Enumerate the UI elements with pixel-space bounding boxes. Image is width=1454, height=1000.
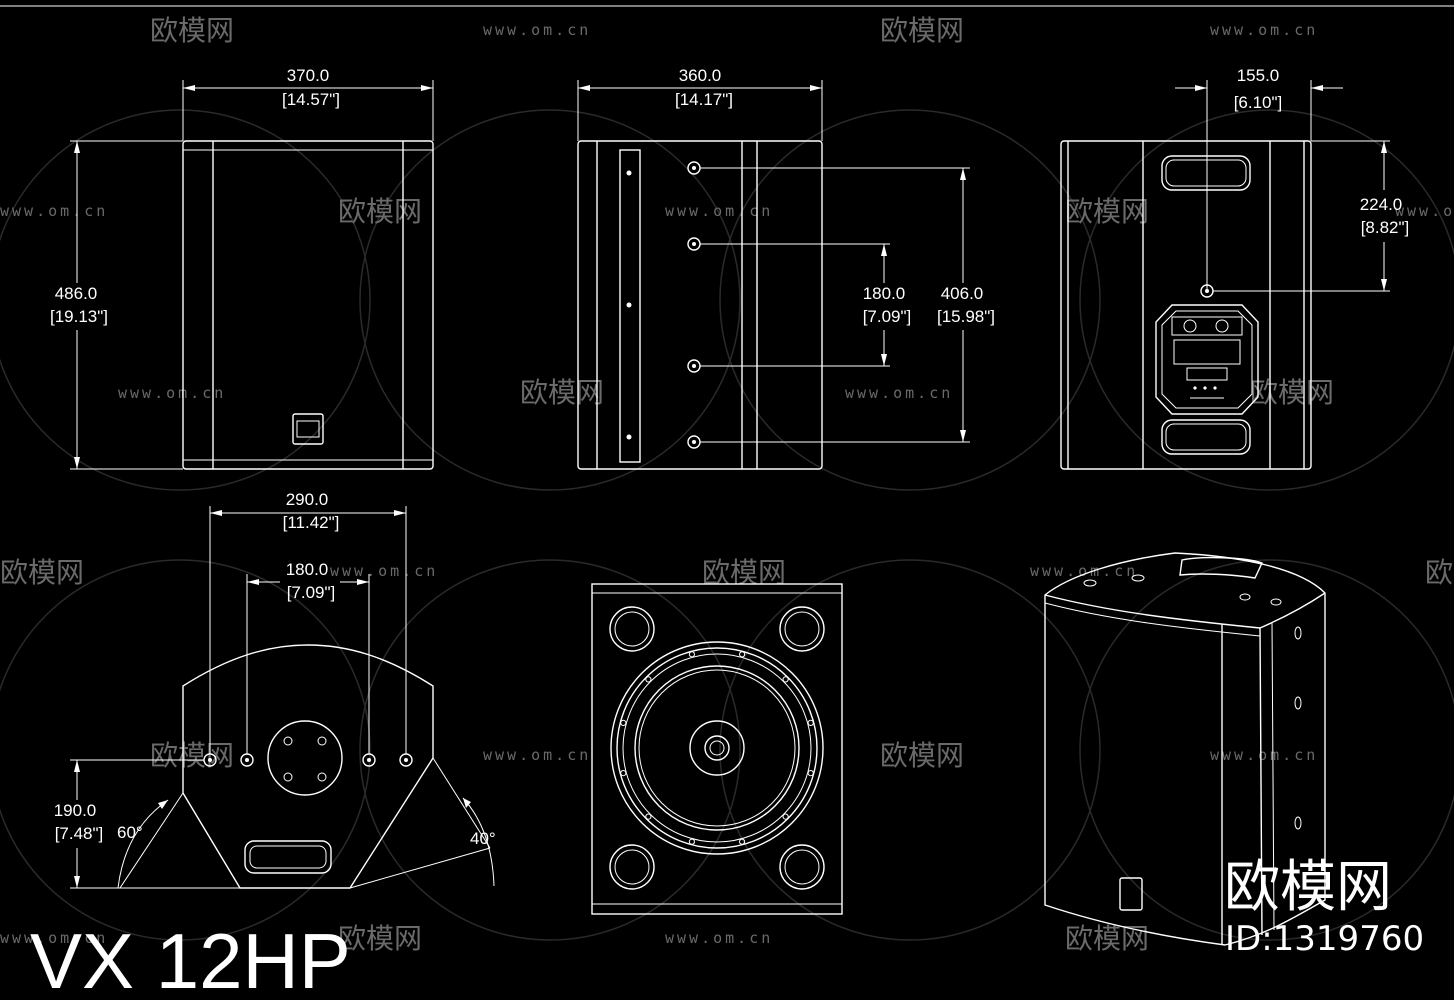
watermark-site: www.om.cn [845, 384, 953, 402]
watermark-logo: 欧模网 [1425, 556, 1454, 589]
woofer-bolts [620, 651, 814, 845]
brand-id: ID:1319760 [1225, 919, 1424, 959]
watermark-logo: 欧模网 [150, 739, 234, 772]
watermark-logo: 欧模网 [880, 14, 964, 47]
woofer-bolt [688, 651, 696, 658]
back-height-label: 224.0 [1360, 195, 1403, 214]
watermark-rings [0, 109, 1454, 941]
watermark-site: www.om.cn [330, 562, 438, 580]
bottom-view: 290.0 [11.42"] 180.0 [7.09"] 190.0 [7.48… [54, 490, 496, 889]
front-view: 370.0 [14.57"] 486.0 [19.13"] [50, 66, 434, 470]
bottom-outer-inch-label: [11.42"] [283, 513, 340, 532]
front-logo-badge [292, 413, 324, 445]
watermark-site: www.om.cn [665, 202, 773, 220]
side-depth-label: 360.0 [679, 66, 722, 85]
watermark-logo: 欧模网 [0, 556, 84, 589]
watermark-logo: 欧模网 [520, 376, 604, 409]
woofer-bolt [807, 719, 814, 727]
watermark-site: www.om.cn [0, 202, 108, 220]
watermark-logo: 欧模网 [1065, 195, 1149, 228]
front-width-label: 370.0 [287, 66, 330, 85]
watermark-site: www.om.cn [665, 929, 773, 947]
front-height-label: 486.0 [55, 284, 98, 303]
woofer-cone [610, 641, 824, 855]
bottom-handle [244, 840, 332, 874]
back-height-inch-label: [8.82"] [1361, 218, 1410, 237]
side-span-label: 406.0 [941, 284, 984, 303]
watermarks: 欧模网 www.om.cn 欧模网 www.om.cn www.om.cn 欧模… [0, 14, 1454, 955]
side-depth-inch-label: [14.17"] [675, 90, 733, 109]
back-connector-panel [1155, 304, 1259, 415]
perspective-view [1044, 552, 1326, 946]
watermark-site: www.om.cn [1210, 746, 1318, 764]
watermark-logo: 欧模网 [880, 739, 964, 772]
watermark-site: www.om.cn [118, 384, 226, 402]
woofer-bolt [645, 813, 652, 820]
pole-mount-cup [267, 720, 343, 796]
watermark-logo: 欧模网 [338, 922, 422, 955]
back-offset-label: 155.0 [1237, 66, 1280, 85]
woofer-bolt [739, 838, 746, 845]
angle-right-label: 40° [470, 829, 496, 848]
bottom-inner-inch-label: [7.09"] [287, 583, 336, 602]
back-view: 155.0 [6.10"] 224.0 [8.82"] [1060, 66, 1410, 470]
front-height-inch-label: [19.13"] [50, 307, 108, 326]
top-handle [1179, 556, 1263, 579]
woofer-bolt [807, 770, 814, 777]
side-view: 360.0 [14.17"] 180.0 [7.09"] 406.0 [15.9… [577, 66, 995, 470]
side-pitch-label: 180.0 [863, 284, 906, 303]
watermark-logo: 欧模网 [150, 14, 234, 47]
bottom-inner-label: 180.0 [286, 560, 329, 579]
front-width-inch-label: [14.57"] [282, 90, 340, 109]
angle-left-label: 60° [117, 823, 143, 842]
back-offset-inch-label: [6.10"] [1234, 93, 1283, 112]
bottom-outer-label: 290.0 [286, 490, 329, 509]
watermark-logo: 欧模网 [1250, 376, 1334, 409]
side-span-inch-label: [15.98"] [937, 307, 995, 326]
perspective-logo-badge [1119, 877, 1143, 911]
grille-view [591, 583, 843, 915]
watermark-site: www.om.cn [1210, 21, 1318, 39]
woofer-bolt [688, 838, 696, 845]
watermark-site: www.om.cn [483, 746, 591, 764]
woofer-bolt [739, 651, 746, 658]
bottom-height-label: 190.0 [54, 801, 97, 820]
woofer-bolt [620, 770, 627, 777]
woofer-bolt [620, 719, 627, 727]
bottom-height-inch-label: [7.48"] [55, 824, 104, 843]
watermark-site: www.om.cn [0, 929, 108, 947]
side-pitch-inch-label: [7.09"] [863, 307, 912, 326]
bottom-mount-point [203, 753, 413, 767]
woofer-bolt [645, 676, 652, 683]
watermark-logo: 欧模网 [338, 195, 422, 228]
woofer-bolt [782, 676, 789, 683]
port-hole [609, 606, 825, 890]
back-handle-top [1161, 155, 1251, 191]
watermark-logo: 欧模网 [1065, 922, 1149, 955]
watermark-site: www.om.cn [483, 21, 591, 39]
watermark-site: www.om.cn [1030, 562, 1138, 580]
back-handle-bottom [1161, 419, 1251, 455]
brand-name: 欧模网 [1224, 855, 1392, 920]
model-title: VX 12HP [30, 917, 351, 1000]
watermark-site: www.om.cn [1395, 202, 1454, 220]
woofer-bolt [782, 813, 789, 820]
